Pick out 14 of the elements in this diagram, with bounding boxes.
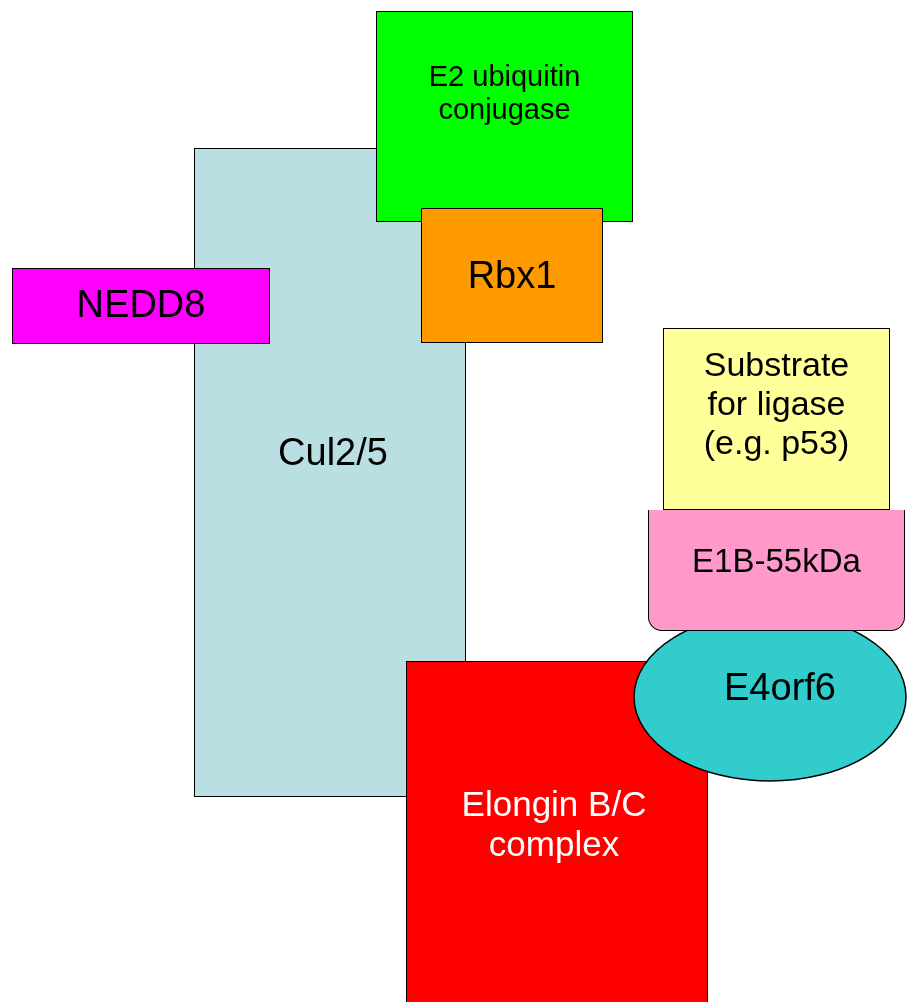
protein-box	[421, 208, 603, 343]
protein-box	[376, 11, 633, 222]
protein-label: Cul2/5	[278, 431, 388, 475]
protein-label: Substrate for ligase (e.g. p53)	[702, 345, 851, 464]
protein-label: Elongin B/C complex	[460, 784, 648, 866]
protein-label: Rbx1	[467, 254, 557, 298]
protein-label: NEDD8	[76, 283, 206, 327]
protein-box	[406, 661, 708, 1002]
protein-box	[663, 328, 890, 510]
protein-box	[12, 268, 270, 344]
protein-box	[648, 510, 905, 631]
protein-label: E1B-55kDa	[692, 542, 861, 581]
protein-label: E2 ubiquitin conjugase	[427, 60, 582, 128]
protein-label: E4orf6	[724, 666, 836, 710]
